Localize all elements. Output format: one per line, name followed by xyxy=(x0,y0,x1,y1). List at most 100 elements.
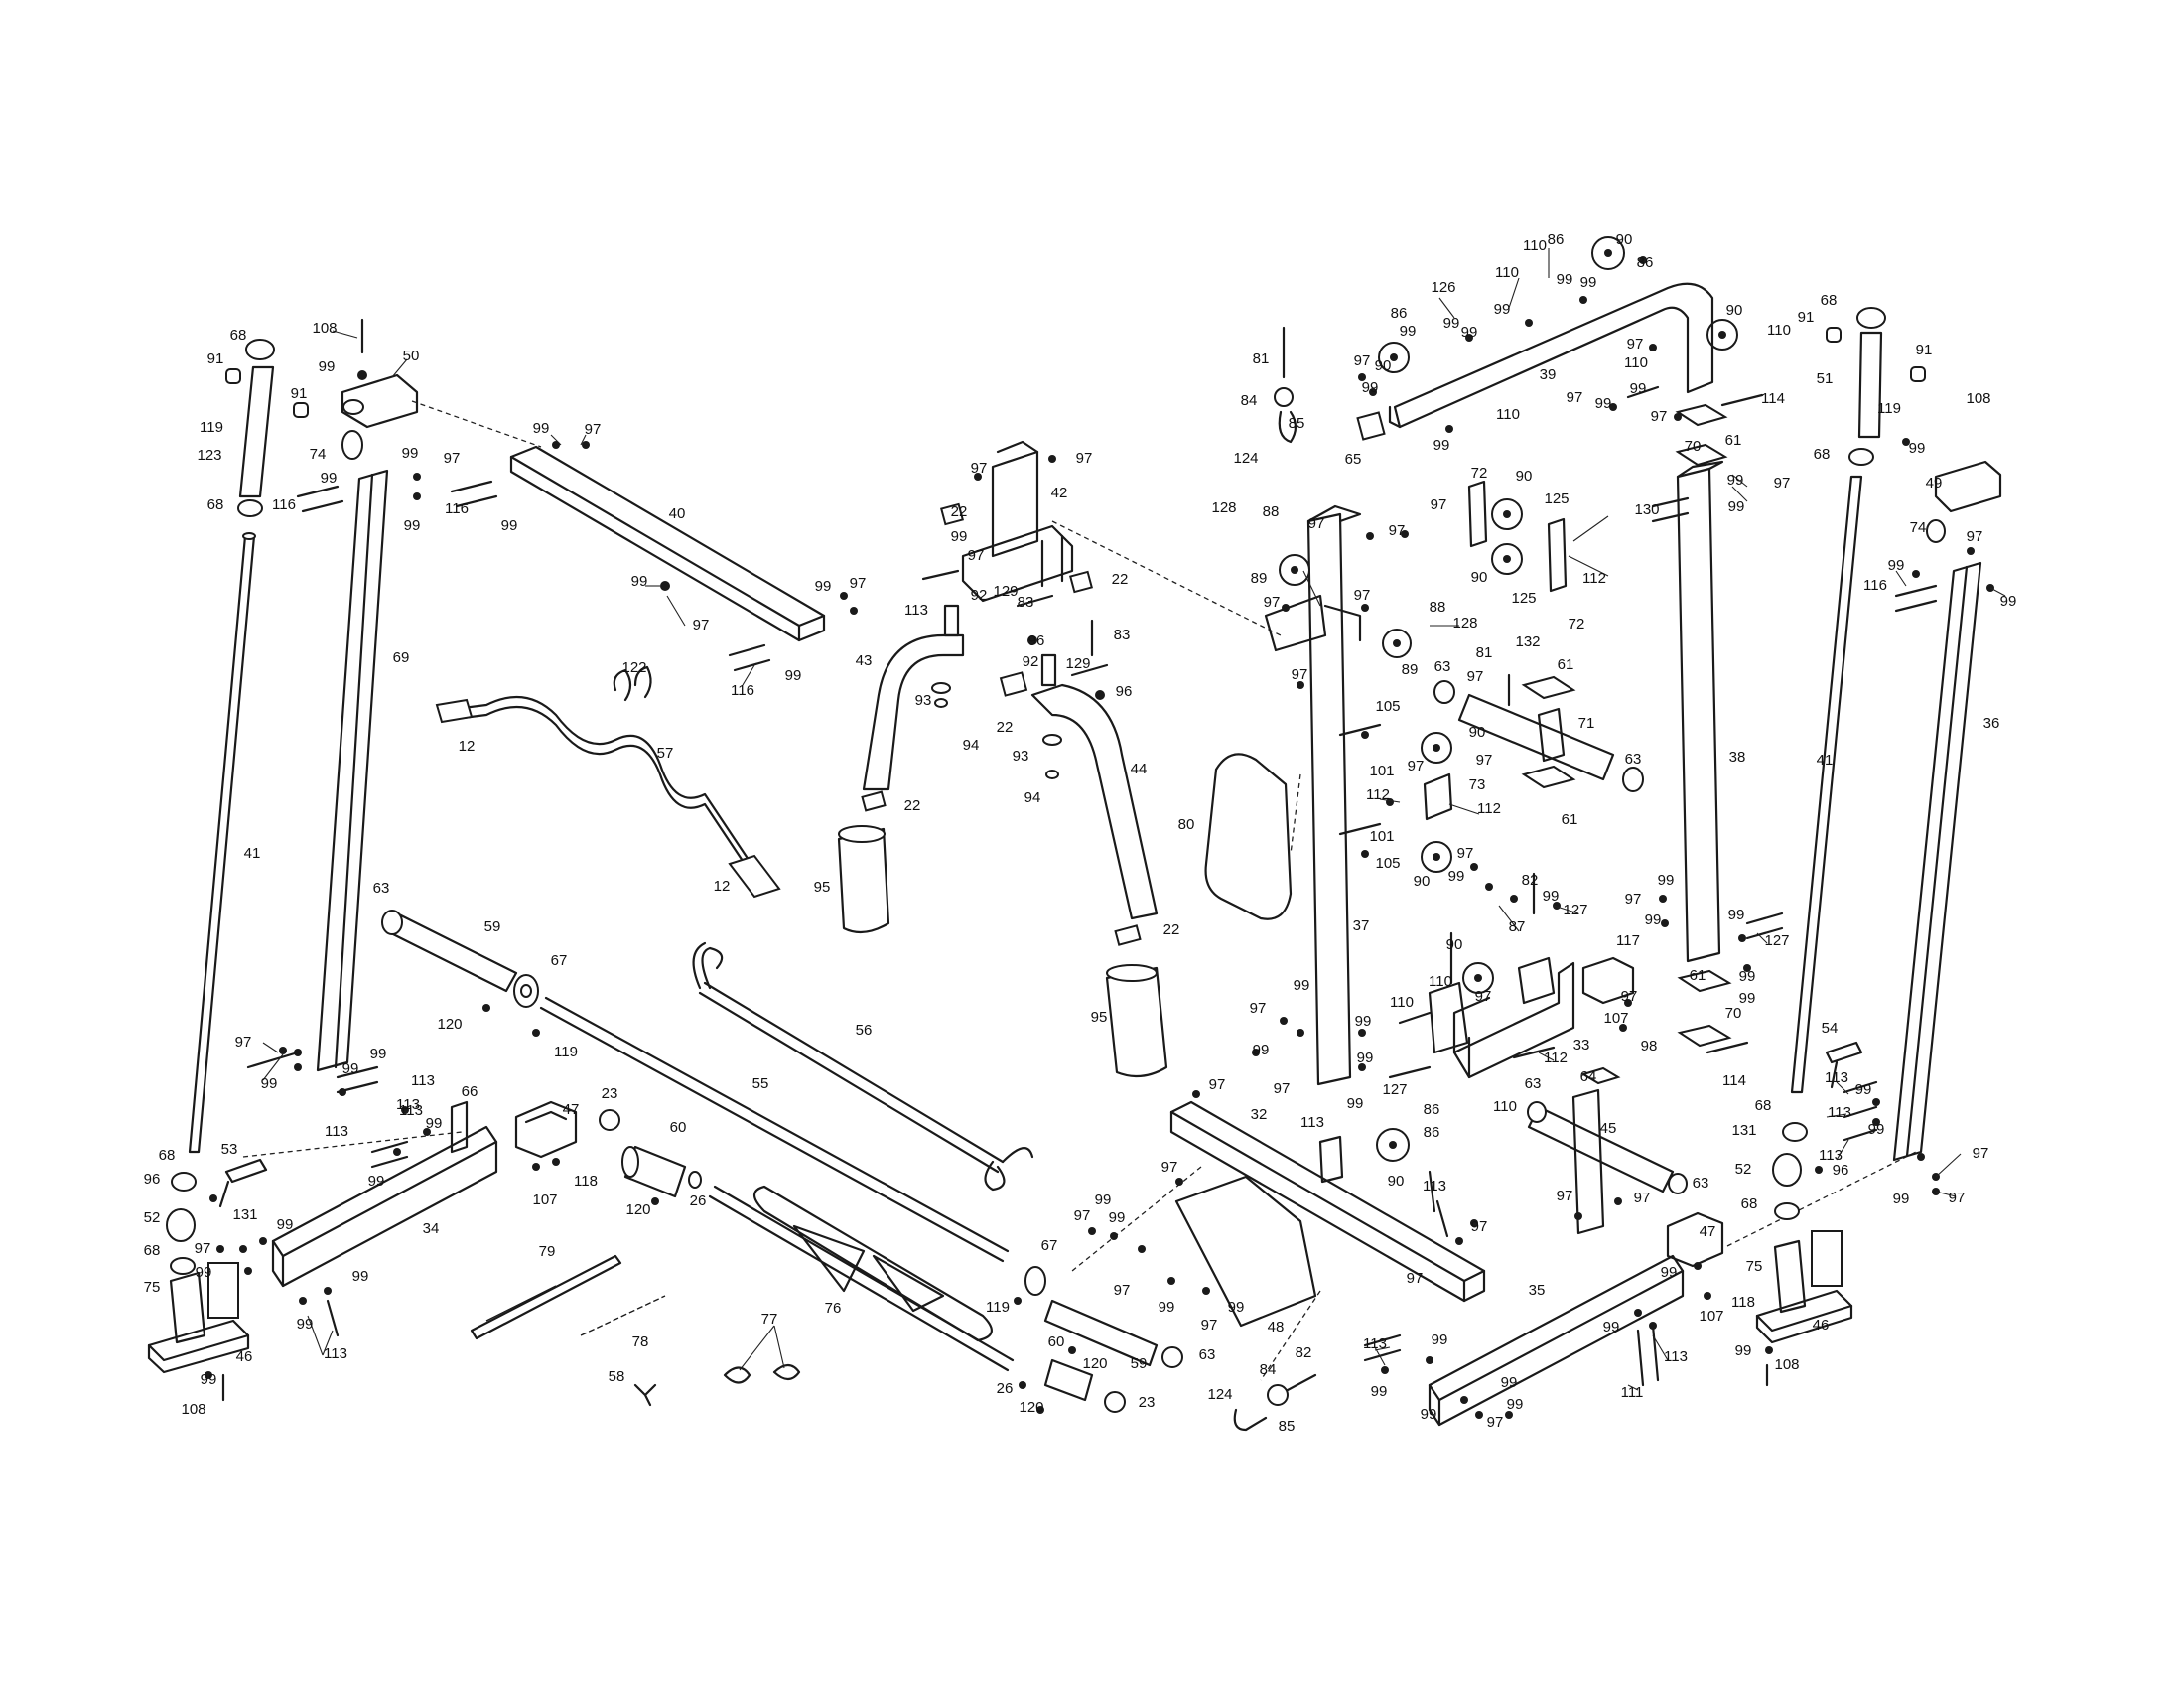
part-callout: 118 xyxy=(574,1173,598,1190)
part-callout: 119 xyxy=(1877,400,1901,417)
part-callout: 68 xyxy=(144,1242,161,1259)
part-callout: 55 xyxy=(752,1075,769,1092)
part-callout: 99 xyxy=(1603,1319,1620,1335)
part-callout: 99 xyxy=(1362,379,1379,396)
part-callout: 81 xyxy=(1476,644,1493,661)
part-callout: 99 xyxy=(1893,1191,1910,1207)
part-callout: 129 xyxy=(1065,655,1090,672)
part-callout: 97 xyxy=(235,1034,252,1051)
part-callout: 48 xyxy=(1268,1319,1285,1335)
part-callout: 99 xyxy=(1443,315,1460,332)
part-callout: 37 xyxy=(1353,917,1370,934)
back-pad-80 xyxy=(1204,753,1293,920)
part-callout: 86 xyxy=(1548,231,1565,248)
part-callout: 113 xyxy=(904,602,928,619)
part-callout: 45 xyxy=(1600,1120,1617,1137)
part-callout: 114 xyxy=(1761,390,1785,407)
part-callout: 99 xyxy=(1630,380,1647,397)
part-callout: 91 xyxy=(1798,309,1815,326)
part-callout: 99 xyxy=(815,578,832,595)
part-callout: 126 xyxy=(1431,279,1455,296)
part-callout: 97 xyxy=(1487,1414,1504,1431)
part-callout: 72 xyxy=(1471,465,1488,482)
part-callout: 93 xyxy=(1013,748,1029,765)
part-callout: 120 xyxy=(1019,1399,1043,1416)
bracket-49 xyxy=(1926,460,2002,543)
part-callout: 99 xyxy=(404,517,421,534)
part-callout: 97 xyxy=(1651,408,1668,425)
right-base-frame-35 xyxy=(1428,1254,1685,1427)
left-guide-rod-41 xyxy=(188,532,256,1154)
press-arm-43 xyxy=(862,633,965,791)
left-foot-46 xyxy=(147,1172,250,1374)
part-callout: 67 xyxy=(551,952,568,969)
part-callout: 86 xyxy=(1424,1101,1440,1118)
part-callout: 97 xyxy=(1308,515,1325,532)
part-callout: 97 xyxy=(1457,845,1474,862)
part-callout: 39 xyxy=(1540,366,1557,383)
part-callout: 68 xyxy=(1741,1195,1758,1212)
part-callout: 22 xyxy=(997,719,1014,736)
part-callout: 99 xyxy=(1357,1050,1374,1066)
left-base-frame-34 xyxy=(271,1125,498,1288)
part-callout: 79 xyxy=(539,1243,556,1260)
part-callout: 99 xyxy=(1109,1209,1126,1226)
part-callout: 85 xyxy=(1279,1418,1296,1435)
part-callout: 113 xyxy=(1828,1104,1851,1121)
part-callout: 34 xyxy=(423,1220,440,1237)
part-callout: 68 xyxy=(207,496,224,513)
part-callout: 120 xyxy=(1082,1355,1107,1372)
part-callout: 112 xyxy=(1544,1050,1568,1066)
part-callout: 99 xyxy=(297,1316,314,1333)
bracket-54 xyxy=(1825,1041,1863,1089)
part-callout: 90 xyxy=(1616,231,1633,248)
part-callout: 108 xyxy=(181,1401,205,1418)
part-callout: 38 xyxy=(1729,749,1746,766)
leg-bar-56 xyxy=(692,941,1034,1192)
part-callout: 23 xyxy=(1139,1394,1156,1411)
part-callout: 72 xyxy=(1569,616,1585,632)
left-upright-69 xyxy=(316,469,389,1072)
part-callout: 128 xyxy=(1211,499,1236,516)
part-callout: 82 xyxy=(1296,1344,1312,1361)
part-callout: 63 xyxy=(373,880,390,897)
part-callout: 108 xyxy=(1966,390,1990,407)
part-callout: 110 xyxy=(1495,264,1519,281)
part-callout: 99 xyxy=(402,445,419,462)
part-callout: 68 xyxy=(1755,1097,1772,1114)
part-callout: 99 xyxy=(1728,498,1745,515)
part-callout: 89 xyxy=(1402,661,1419,678)
part-callout: 127 xyxy=(1764,932,1789,949)
part-callout: 40 xyxy=(669,505,686,522)
part-callout: 77 xyxy=(761,1311,778,1328)
washers-nuts xyxy=(205,256,1994,1419)
part-callout: 87 xyxy=(1509,918,1526,935)
part-callout: 93 xyxy=(915,692,932,709)
part-callout: 113 xyxy=(411,1072,435,1089)
part-callout: 70 xyxy=(1725,1005,1742,1022)
part-callout: 125 xyxy=(1544,491,1569,507)
part-callout: 85 xyxy=(1289,415,1305,432)
part-callout: 108 xyxy=(1774,1356,1799,1373)
curl-bar-57 xyxy=(435,665,781,899)
part-callout: 97 xyxy=(585,421,602,438)
part-callout: 120 xyxy=(437,1016,462,1033)
part-callout: 101 xyxy=(1369,828,1394,845)
part-callout: 97 xyxy=(1476,752,1493,769)
part-callout: 84 xyxy=(1260,1361,1277,1378)
part-callout: 129 xyxy=(993,583,1018,600)
part-callout: 99 xyxy=(1658,872,1675,889)
part-callout: 97 xyxy=(1973,1145,1989,1162)
part-callout: 92 xyxy=(971,587,988,604)
bracket-47-right xyxy=(1666,1211,1724,1268)
part-callout: 80 xyxy=(1178,816,1195,833)
part-callout: 99 xyxy=(1159,1299,1175,1316)
part-callout: 97 xyxy=(1949,1190,1966,1206)
part-callout: 124 xyxy=(1233,450,1258,467)
part-callout: 101 xyxy=(1369,763,1394,779)
part-callout: 97 xyxy=(1114,1282,1131,1299)
part-callout: 12 xyxy=(714,878,731,895)
right-upright-36 xyxy=(1892,561,1982,1162)
part-callout: 64 xyxy=(1580,1068,1597,1085)
